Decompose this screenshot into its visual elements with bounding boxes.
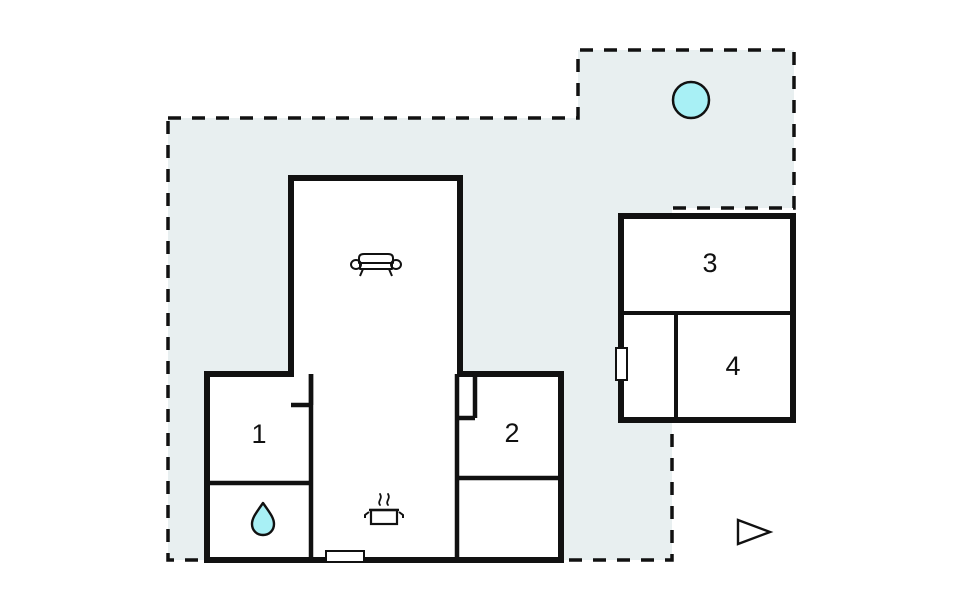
room-number-2: 2	[504, 418, 519, 448]
sofa-icon	[350, 253, 402, 277]
cooking-pot-icon	[364, 493, 404, 526]
main-house-outer-walls	[204, 175, 564, 563]
room-number-3: 3	[702, 248, 717, 278]
well-circle-icon	[671, 80, 711, 120]
door-marker-icon-main-entrance[interactable]	[325, 550, 365, 563]
door-marker-icon-annex[interactable]	[615, 347, 628, 381]
room-number-4: 4	[725, 351, 740, 381]
annex-outer-walls	[618, 213, 796, 423]
annex-building-group: 3 4	[615, 213, 796, 423]
main-house-group: 1 2	[204, 175, 564, 563]
room-number-1: 1	[251, 419, 266, 449]
water-drop-icon	[250, 501, 276, 537]
north-arrow-icon	[736, 518, 774, 546]
main-house-floor-fill	[207, 178, 561, 560]
annex-floor-fill	[621, 216, 793, 420]
